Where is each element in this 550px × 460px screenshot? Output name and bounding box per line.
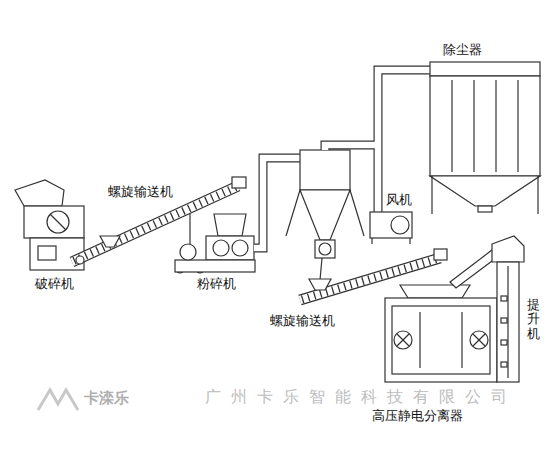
pulverizer-body — [206, 236, 254, 260]
part-name: 粉碎机 — [197, 276, 236, 292]
collector-body — [430, 76, 540, 176]
part-name: 除尘器 — [443, 42, 482, 58]
separator-fan — [394, 331, 412, 349]
part-name: 提升机 — [527, 298, 540, 341]
fan-housing — [370, 212, 412, 238]
crusher-body — [24, 206, 84, 238]
separator-hopper — [400, 285, 470, 298]
pulverizer-motor — [180, 244, 196, 260]
air-pipe — [325, 145, 378, 150]
elevator-column — [497, 262, 519, 382]
conveyor-motor — [232, 177, 246, 188]
part-name: 螺旋输送机 — [108, 184, 173, 200]
part-name: 风机 — [386, 192, 412, 208]
pulverizer-hopper — [214, 214, 246, 236]
part-name: 高压静电分离器 — [372, 408, 463, 424]
cyclone-cone — [300, 190, 350, 240]
conveyor-inlet — [100, 236, 120, 247]
air-pipe — [254, 158, 300, 248]
collector-header — [430, 62, 540, 76]
separator-body — [385, 298, 497, 382]
elevator-head — [492, 236, 524, 262]
separator-fan — [470, 331, 488, 349]
logo-mark — [38, 390, 78, 410]
rotary-valve — [315, 240, 335, 258]
fan-motor — [391, 216, 409, 234]
watermark: 广州卡乐智能科技有限公司 — [205, 387, 517, 406]
conveyor-motor — [434, 249, 447, 260]
part-name: 螺旋输送机 — [270, 313, 335, 329]
logo-text: 卡滦乐 — [84, 389, 129, 407]
cyclone-body — [300, 150, 350, 190]
crusher-motor — [38, 246, 56, 260]
conveyor-inlet — [309, 279, 331, 290]
pulverizer-base — [175, 260, 255, 272]
part-name: 破碎机 — [35, 276, 74, 292]
crusher-hopper — [15, 180, 64, 206]
air-pipe — [378, 70, 432, 212]
crusher-wheel — [47, 211, 69, 233]
collector-cone — [430, 176, 540, 206]
elevator-chute — [450, 250, 496, 288]
